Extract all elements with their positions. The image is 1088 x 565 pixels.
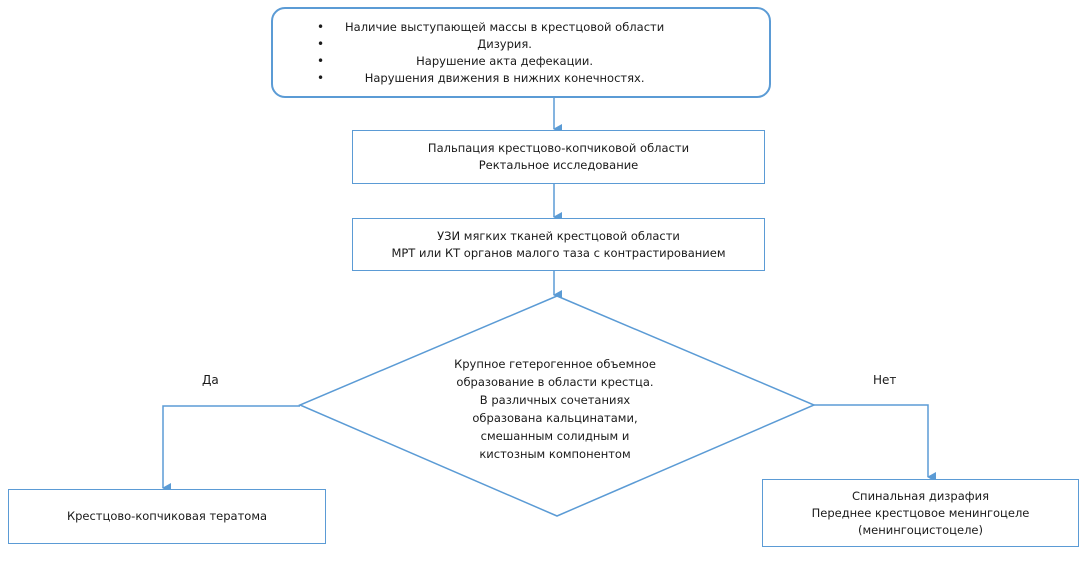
imaging-line: УЗИ мягких тканей крестцовой области (437, 228, 680, 243)
meningocele-line: (менингоцистоцеле) (857, 522, 983, 537)
decision-line: В различных сочетаниях (479, 393, 631, 407)
palpation-line: Пальпация крестцово-копчиковой области (427, 141, 690, 155)
no-label: Нет (873, 373, 897, 387)
yes-label: Да (202, 373, 219, 387)
symptom-item: Нарушения движения в нижних конечностях. (317, 70, 664, 87)
teratoma-line: Крестцово-копчиковая тератома (66, 509, 268, 523)
decision-diamond (298, 295, 816, 517)
symptoms-list: Наличие выступающей массы в крестцовой о… (273, 19, 664, 87)
decision-text: Крупное гетерогенное объемное образовани… (420, 355, 690, 461)
arrow-no (814, 404, 936, 482)
palpation-box: Пальпация крестцово-копчиковой области Р… (352, 130, 765, 184)
decision-line: смешанным солидным и (480, 429, 630, 443)
imaging-line: МРТ или КТ органов малого таза с контрас… (391, 245, 726, 260)
meningocele-line: Спинальная дизрафия (852, 488, 989, 503)
symptom-item: Нарушение акта дефекации. (317, 53, 664, 70)
meningocele-box: Спинальная дизрафия Переднее крестцовое … (762, 479, 1079, 547)
imaging-box: УЗИ мягких тканей крестцовой области МРТ… (352, 218, 765, 271)
decision-line: образована кальцинатами, (472, 411, 638, 425)
decision-line: образование в области крестца. (456, 375, 654, 389)
symptom-item: Дизурия. (317, 36, 664, 53)
decision-line: кистозным компонентом (479, 447, 631, 461)
symptoms-box: Наличие выступающей массы в крестцовой о… (271, 7, 771, 98)
symptom-item: Наличие выступающей массы в крестцовой о… (317, 19, 664, 36)
meningocele-line: Переднее крестцовое менингоцеле (811, 505, 1030, 520)
decision-line: Крупное гетерогенное объемное (454, 357, 656, 371)
palpation-line: Ректальное исследование (478, 158, 639, 172)
teratoma-box: Крестцово-копчиковая тератома (8, 489, 326, 544)
arrow-yes (162, 405, 300, 493)
